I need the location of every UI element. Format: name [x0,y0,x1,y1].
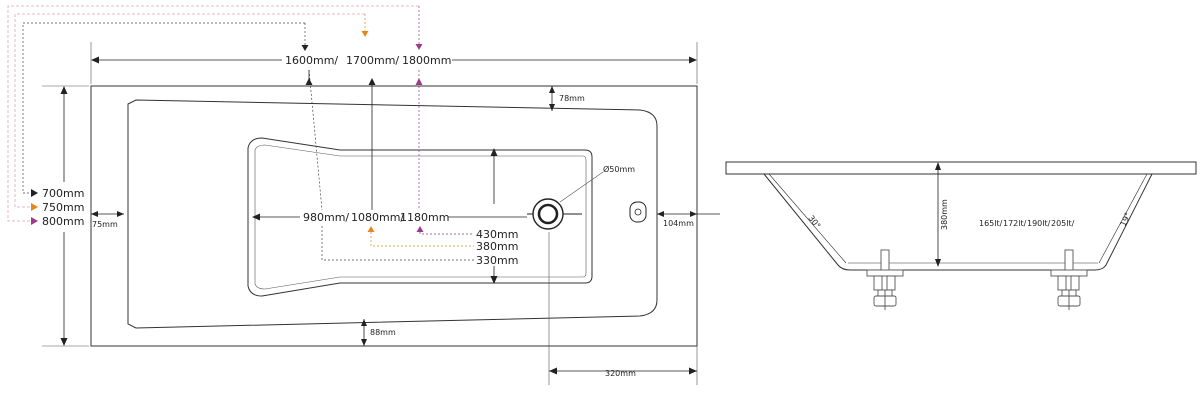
right-rim-arrow-b [690,211,697,217]
top-rim-label: 78mm [559,94,585,103]
inner-width-label-430: 430mm [476,228,518,241]
inner-width-arrow-380 [367,226,375,232]
side-view: 380mm 30° 19° 165lt/ 172lt/ 190lt/ 205lt… [725,161,1197,310]
leader-1800-down-arrow [415,78,423,85]
inner-width-label-330: 330mm [476,254,518,267]
drain-outer-ring [532,198,564,230]
inner-length-label-980: 980mm/ [303,211,349,224]
overflow-body [629,201,647,223]
width-label-750: 750mm [42,201,84,214]
length-arrow-right [689,56,697,64]
side-leg-left [866,249,904,310]
width-arrow-800 [31,217,38,225]
inner-length-label-1080: 1080mm/ [351,211,404,224]
width-label-800: 800mm [42,215,84,228]
bracket-1600-700 [22,22,305,194]
top-view: 1600mm/ 1700mm/ 1800mm 700mm 750mm 800mm [7,5,720,385]
leader-1700-down-arrow [368,78,376,85]
length-label-1600: 1600mm/ [285,54,338,67]
drain-offset-arrow-b [689,367,697,375]
overflow [629,201,647,223]
width-label-700: 700mm [42,187,84,200]
inner-width-label-380: 380mm [476,240,518,253]
leader-1800-arrow [415,44,423,50]
leg-left-block-b [886,275,896,291]
drain-diameter-label: Ø50mm [603,164,635,174]
drain [527,198,582,230]
leg-right-block-b [1070,275,1080,291]
inner-length-arrow-left [252,213,260,221]
side-volume-190: 190lt/ [1027,219,1051,228]
side-bowl-right-inner [1098,173,1148,264]
inner-width-arrow-bottom [490,276,498,284]
side-height-arrow-bottom [935,259,941,267]
inner-width-arrow-top [490,148,498,156]
leg-right-block-a [1057,275,1067,291]
side-angle-right-label: 19° [1119,211,1133,228]
left-rim-label: 75mm [92,220,118,229]
side-bowl-profile [763,173,1153,271]
leg-left-clamp [866,269,904,277]
bracket-1800-800 [7,5,419,222]
top-rim-arrow-b [549,104,555,111]
drain-offset-arrow-a [549,367,557,375]
leader-1600-arrow [301,45,309,51]
drain-diameter-leader [559,171,604,203]
leader-1600-up-arrow [305,78,313,85]
width-arrow-750 [31,203,38,211]
width-arrow-700 [31,189,38,197]
tub-floor-outline [247,137,593,297]
side-height-label: 380mm [940,199,949,230]
length-label-1800: 1800mm [402,54,451,67]
inner-width-leader-380 [370,232,474,247]
side-rim [725,161,1197,175]
leader-1700-arrow [361,31,369,37]
side-volume-172: 172lt/ [1003,219,1027,228]
side-volume-165: 165lt/ [979,219,1003,228]
right-rim-label: 104mm [663,219,694,228]
width-dim-arrow-bottom [60,338,68,346]
bottom-rim-arrow-a [361,319,367,326]
leg-right-clamp [1050,269,1088,277]
length-label-1700: 1700mm/ [346,54,399,67]
inner-width-leader-430 [419,232,474,235]
inner-width-arrow-430 [416,226,424,232]
length-arrow-left [91,56,99,64]
bracket-1700-750 [14,13,365,208]
tub-outer-rim [90,85,698,347]
top-rim-arrow-a [549,86,555,93]
leg-left-block-a [873,275,883,291]
leader-1600-down [308,69,323,211]
tub-basin-outline [127,99,658,329]
inner-length-label-1180: 1180mm [400,211,449,224]
bottom-rim-arrow-b [361,339,367,346]
side-bowl-left-inner [768,173,847,264]
side-height-arrow-top [935,162,941,170]
right-rim-arrow-a [657,211,664,217]
inner-width-leader-330 [321,226,474,261]
tub-floor-inner-line [254,144,587,290]
overflow-plug [634,208,642,216]
drain-inner-ring [537,203,559,225]
side-leg-right [1050,249,1088,310]
width-dim-arrow-top [60,86,68,94]
left-rim-arrow-b [117,211,124,217]
side-volume-205: 205lt/ [1051,219,1075,228]
left-rim-arrow-a [91,211,98,217]
bottom-rim-label: 88mm [370,328,396,337]
drain-offset-label: 320mm [605,369,636,378]
side-angle-left-label: 30° [806,214,822,231]
